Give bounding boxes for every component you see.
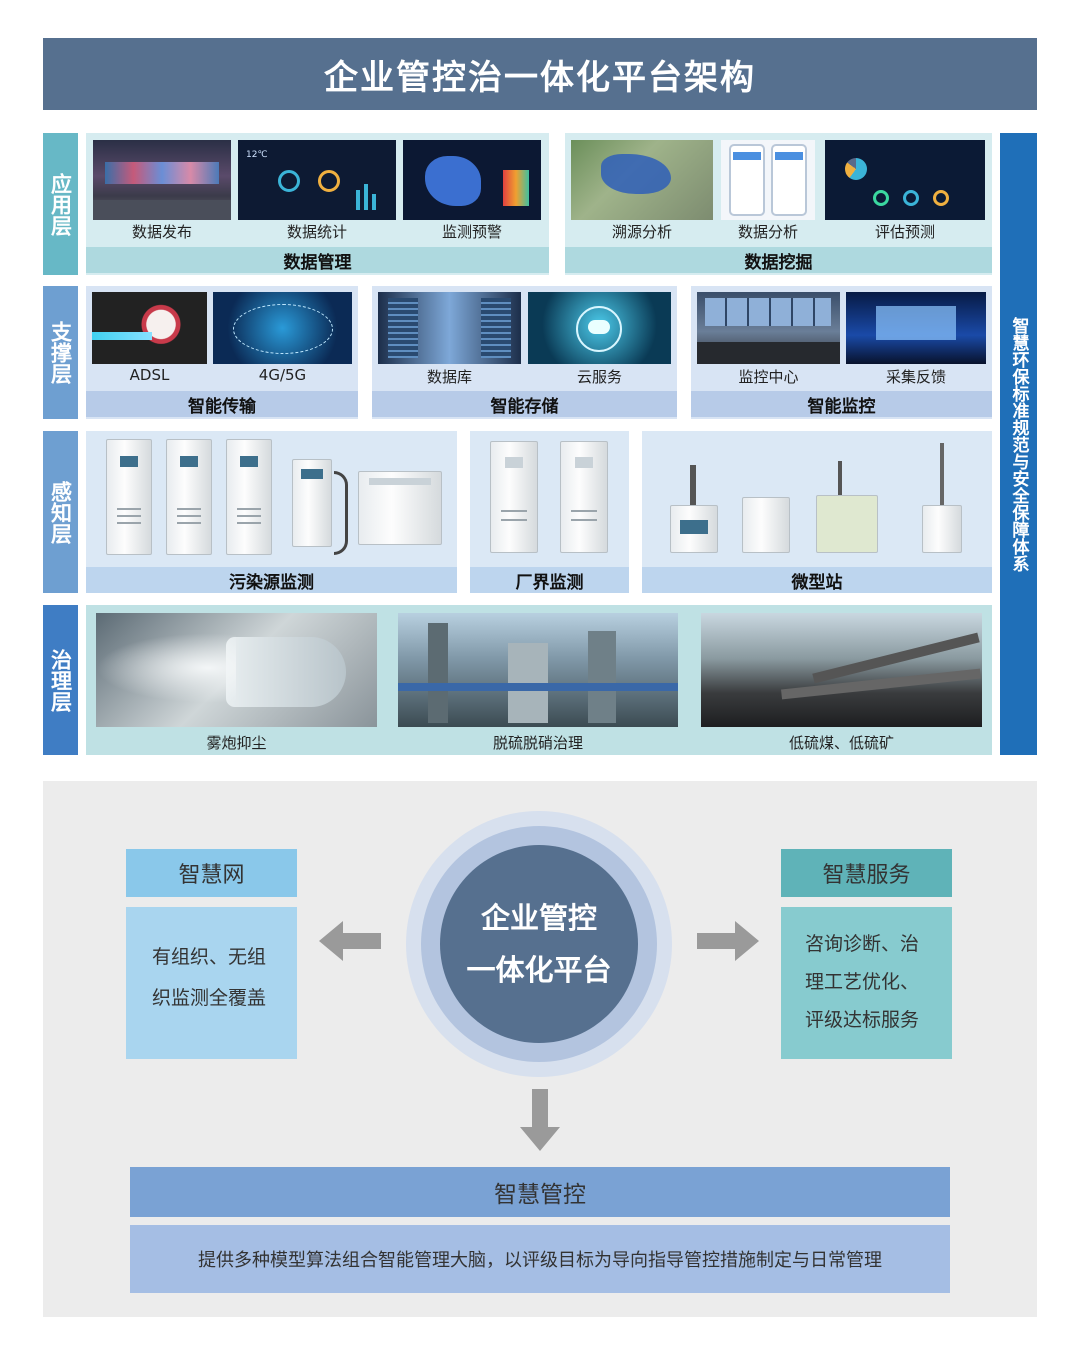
smart-network-title: 智慧网 [126, 849, 297, 897]
feedback-display-image [846, 292, 986, 364]
adsl-cable-image [92, 292, 207, 364]
analyzer-cabinet [166, 439, 212, 555]
control-room-image [93, 140, 231, 220]
analyzer-cabinet [106, 439, 152, 555]
warning-map-image [403, 140, 541, 220]
network-globe-image [213, 292, 352, 364]
smart-service-title: 智慧服务 [781, 849, 952, 897]
sensing-boundary-panel: 厂界监测 [470, 431, 629, 593]
layer-label-support: 支撑层 [43, 286, 78, 419]
database-server-image [378, 292, 521, 364]
item-low-sulfur-coal: 低硫煤、低硫矿 [788, 734, 894, 752]
control-box [358, 471, 442, 545]
smart-network-line2: 织监测全覆盖 [152, 987, 267, 1009]
layer-label-sensing: 感知层 [43, 431, 78, 593]
boundary-monitor-cabinet [490, 441, 538, 553]
microstation-unit [922, 505, 962, 553]
support-monitoring-panel: 监控中心 采集反馈 智能监控 [691, 286, 992, 419]
smart-network-body: 有组织、无组 织监测全覆盖 [126, 907, 297, 1059]
item-desulfurization: 脱硫脱硝治理 [492, 734, 583, 752]
sensor-mast [690, 465, 696, 505]
sensor-mast [838, 461, 842, 497]
governance-panel: 雾炮抑尘 脱硫脱硝治理 低硫煤、低硫矿 [86, 605, 992, 755]
smart-service-line1: 咨询诊断、治 [805, 933, 920, 955]
smart-control-description: 提供多种模型算法组合智能管理大脑，以评级目标为导向指导管控措施制定与日常管理 [130, 1225, 950, 1293]
microstation-unit [670, 505, 718, 553]
tracing-map-image [571, 140, 713, 220]
item-assessment-forecast: 评估预测 [874, 223, 935, 241]
arrow-down-icon [520, 1089, 560, 1151]
item-data-analysis: 数据分析 [737, 223, 798, 241]
fog-cannon-image [96, 613, 377, 727]
item-collection-feedback: 采集反馈 [885, 368, 946, 386]
support-storage-panel: 数据库 云服务 智能存储 [372, 286, 677, 419]
dashboard-stats-image: 12℃ [238, 140, 396, 220]
item-source-tracing: 溯源分析 [611, 223, 672, 241]
item-database: 数据库 [426, 368, 472, 386]
page-title: 企业管控治一体化平台架构 [43, 38, 1037, 110]
arrow-left-icon [319, 921, 381, 961]
bar-data-mining: 数据挖掘 [565, 247, 992, 273]
smart-network-line1: 有组织、无组 [152, 946, 267, 968]
support-transmission-panel: ADSL 4G/5G 智能传输 [86, 286, 358, 419]
smart-service-line3: 评级达标服务 [805, 1009, 920, 1031]
bar-data-management: 数据管理 [86, 247, 549, 273]
platform-overview-section: 智慧网 有组织、无组 织监测全覆盖 企业管控 一体化平台 智慧服务 咨询诊断、治… [43, 781, 1037, 1317]
microstation-unit [742, 497, 790, 553]
security-standard-band: 智慧环保标准规范与安全保障体系 [1000, 133, 1037, 755]
bar-pollution-source-monitoring: 污染源监测 [86, 567, 457, 593]
bar-smart-storage: 智能存储 [372, 391, 677, 417]
weather-station-unit [816, 495, 878, 553]
bar-smart-monitoring: 智能监控 [691, 391, 992, 417]
sampling-probe [334, 471, 348, 555]
mobile-app-image [721, 140, 815, 220]
item-monitoring-center: 监控中心 [738, 368, 799, 386]
center-platform-circle: 企业管控 一体化平台 [440, 845, 638, 1043]
item-monitor-warning: 监测预警 [441, 223, 502, 241]
desulfurization-plant-image [398, 613, 678, 727]
item-fog-cannon: 雾炮抑尘 [206, 734, 267, 752]
monitoring-center-image [697, 292, 840, 364]
sensor-mast [940, 443, 944, 505]
application-left-panel: 12℃ 数据发布 数据统计 监测预警 数据管理 [86, 133, 549, 275]
sampling-unit [292, 459, 332, 547]
smart-service-body: 咨询诊断、治 理工艺优化、 评级达标服务 [781, 907, 952, 1059]
boundary-monitor-cabinet [560, 441, 608, 553]
arrow-right-icon [697, 921, 759, 961]
center-line2: 一体化平台 [466, 953, 612, 987]
item-data-publish: 数据发布 [131, 223, 192, 241]
item-adsl: ADSL [129, 366, 170, 384]
item-cloud-service: 云服务 [576, 368, 622, 386]
smart-control-title: 智慧管控 [130, 1167, 950, 1217]
bar-smart-transmission: 智能传输 [86, 391, 358, 417]
smart-service-line2: 理工艺优化、 [805, 971, 920, 993]
layer-label-application: 应用层 [43, 133, 78, 275]
analyzer-cabinet [226, 439, 272, 555]
assessment-dashboard-image [825, 140, 985, 220]
bar-boundary-monitoring: 厂界监测 [470, 567, 629, 593]
item-data-statistics: 数据统计 [286, 223, 347, 241]
bar-micro-station: 微型站 [642, 567, 992, 593]
layer-label-governance: 治理层 [43, 605, 78, 755]
application-right-panel: 溯源分析 数据分析 评估预测 数据挖掘 [565, 133, 992, 275]
cloud-service-image [528, 292, 671, 364]
sensing-microstation-panel: 微型站 [642, 431, 992, 593]
item-4g5g: 4G/5G [258, 366, 307, 384]
sensing-pollution-panel: 污染源监测 [86, 431, 457, 593]
center-line1: 企业管控 [480, 901, 597, 935]
low-sulfur-coal-image [701, 613, 982, 727]
